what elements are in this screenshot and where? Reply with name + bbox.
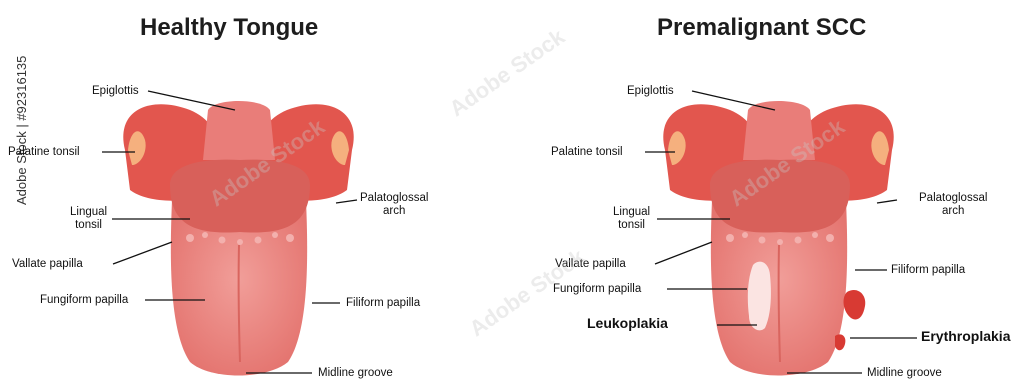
erythroplakia-patch-small xyxy=(835,334,845,350)
epiglottis-shape xyxy=(203,101,275,160)
label-fungiform-papilla: Fungiform papilla xyxy=(553,283,641,296)
label-palatine-tonsil: Palatine tonsil xyxy=(8,146,80,159)
label-lingual-tonsil: Lingual tonsil xyxy=(613,206,650,232)
label-vallate-papilla: Vallate papilla xyxy=(555,258,626,271)
label-epiglottis: Epiglottis xyxy=(92,85,139,98)
label-leukoplakia: Leukoplakia xyxy=(587,317,668,330)
label-filiform-papilla: Filiform papilla xyxy=(891,264,965,277)
healthy-tongue-illustration xyxy=(0,0,517,381)
label-erythroplakia: Erythroplakia xyxy=(921,330,1010,343)
label-filiform-papilla: Filiform papilla xyxy=(346,297,420,310)
label-palatine-tonsil: Palatine tonsil xyxy=(551,146,623,159)
label-midline-groove: Midline groove xyxy=(867,367,942,380)
erythroplakia-patch xyxy=(844,290,866,320)
label-palatoglossal-arch: Palatoglossal arch xyxy=(919,192,987,218)
leukoplakia-patch xyxy=(748,262,771,331)
label-fungiform-papilla: Fungiform papilla xyxy=(40,294,128,307)
lingual-tonsil-shape xyxy=(710,160,850,233)
label-vallate-papilla: Vallate papilla xyxy=(12,258,83,271)
label-lingual-tonsil: Lingual tonsil xyxy=(70,206,107,232)
label-epiglottis: Epiglottis xyxy=(627,85,674,98)
label-midline-groove: Midline groove xyxy=(318,367,393,380)
lingual-tonsil-shape xyxy=(170,160,310,233)
label-palatoglossal-arch: Palatoglossal arch xyxy=(360,192,428,218)
premalignant-scc-panel: Premalignant SCC xyxy=(517,0,1034,381)
epiglottis-shape xyxy=(743,101,815,160)
healthy-tongue-panel: Healthy Tongue xyxy=(0,0,517,381)
